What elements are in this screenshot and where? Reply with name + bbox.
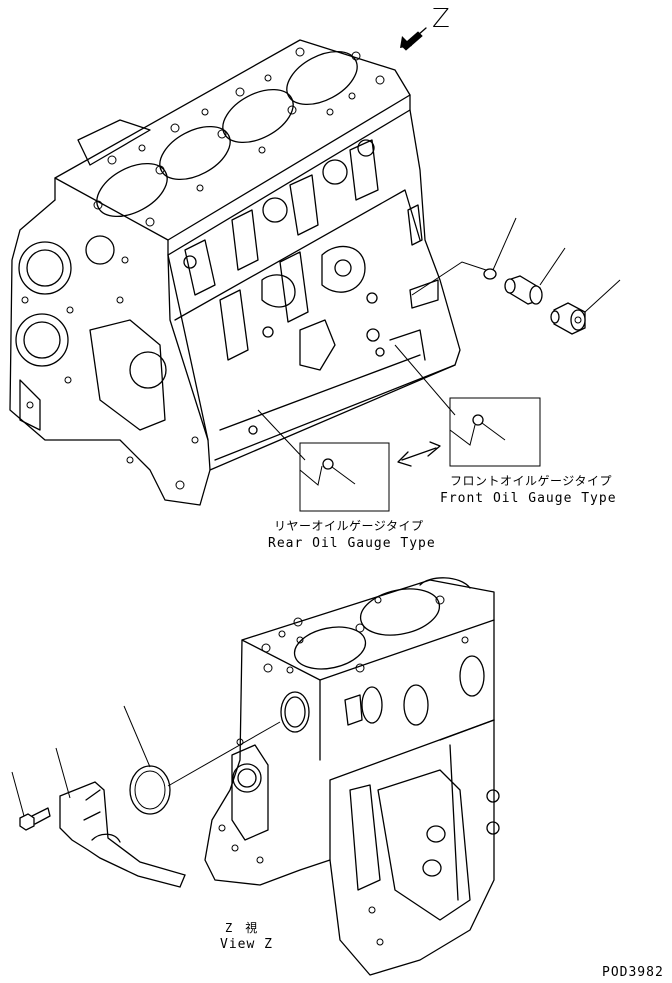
engine-block-top [9,39,461,506]
view-direction-arrow [400,27,427,51]
rear-gauge-detail-box [257,409,390,512]
front-gauge-label-jp: フロントオイルゲージタイプ [450,474,613,488]
engine-block-view-z [204,577,500,976]
view-z-label-jp: Z 視 [225,921,258,935]
front-gauge-label-en: Front Oil Gauge Type [440,491,617,506]
front-gauge-detail-box [394,344,541,467]
oil-gauge-parts-lower [11,705,281,888]
rear-gauge-label-jp: リヤーオイルゲージタイプ [274,519,424,533]
rear-gauge-label-en: Rear Oil Gauge Type [268,536,436,551]
drawing-code: POD3982 [602,965,664,980]
view-marker: Z [432,4,450,34]
view-z-label-en: View Z [220,937,273,952]
oil-gauge-parts-top [411,217,621,335]
double-arrow [397,441,441,467]
